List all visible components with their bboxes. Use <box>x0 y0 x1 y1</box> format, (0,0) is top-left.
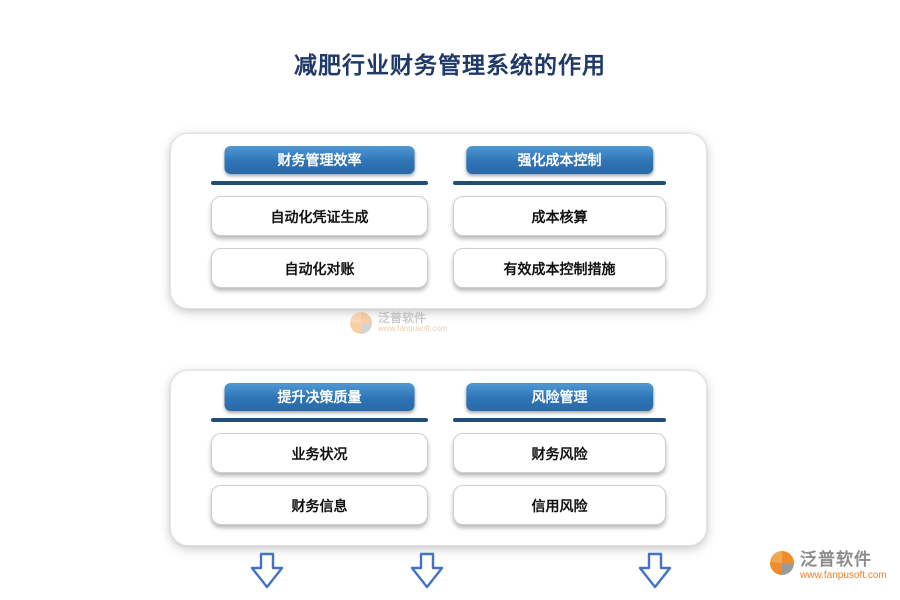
column-header: 风险管理 <box>465 383 654 411</box>
panel-bottom: 提升决策质量 业务状况 财务信息 风险管理 财务风险 信用风险 <box>170 370 707 546</box>
header-underline <box>211 181 428 185</box>
panel-column-decision-quality: 提升决策质量 业务状况 财务信息 <box>211 371 428 545</box>
panel-column-risk-management: 风险管理 财务风险 信用风险 <box>453 371 666 545</box>
feature-item: 业务状况 <box>211 433 428 473</box>
fan-logo-icon <box>350 312 372 334</box>
down-arrow-icon <box>638 552 672 590</box>
feature-item: 自动化凭证生成 <box>211 196 428 236</box>
down-arrow-icon <box>250 552 284 590</box>
feature-item: 财务风险 <box>453 433 666 473</box>
feature-item: 自动化对账 <box>211 248 428 288</box>
brand-logo: 泛普软件 www.fanpusoft.com <box>770 550 887 581</box>
column-header: 强化成本控制 <box>465 146 654 174</box>
watermark-text: 泛普软件 www.fanpusoft.com <box>378 311 448 334</box>
header-underline <box>453 181 666 185</box>
feature-item: 信用风险 <box>453 485 666 525</box>
brand-name: 泛普软件 <box>800 550 872 569</box>
feature-item: 成本核算 <box>453 196 666 236</box>
page-title: 减肥行业财务管理系统的作用 <box>294 52 606 79</box>
watermark-brand-url: www.fanpusoft.com <box>378 324 448 334</box>
panel-column-finance-efficiency: 财务管理效率 自动化凭证生成 自动化对账 <box>211 134 428 308</box>
watermark-brand-name: 泛普软件 <box>378 311 427 325</box>
column-header: 提升决策质量 <box>224 383 415 411</box>
feature-item: 财务信息 <box>211 485 428 525</box>
column-header: 财务管理效率 <box>224 146 415 174</box>
watermark: 泛普软件 www.fanpusoft.com <box>350 311 448 334</box>
down-arrow-icon <box>410 552 444 590</box>
brand-url: www.fanpusoft.com <box>800 569 887 581</box>
header-underline <box>211 418 428 422</box>
feature-item: 有效成本控制措施 <box>453 248 666 288</box>
panel-top: 财务管理效率 自动化凭证生成 自动化对账 强化成本控制 成本核算 有效成本控制措… <box>170 133 707 309</box>
fan-logo-icon <box>770 551 794 575</box>
brand-text: 泛普软件 www.fanpusoft.com <box>800 550 887 581</box>
header-underline <box>453 418 666 422</box>
panel-column-cost-control: 强化成本控制 成本核算 有效成本控制措施 <box>453 134 666 308</box>
